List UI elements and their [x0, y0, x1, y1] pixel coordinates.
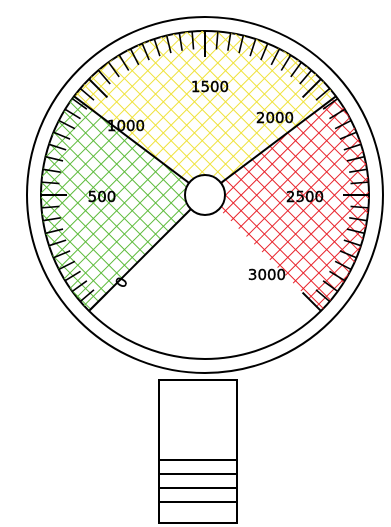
minor-tick — [53, 131, 71, 140]
minor-tick — [42, 168, 61, 173]
major-tick — [301, 78, 322, 99]
minor-tick — [339, 131, 357, 140]
minor-tick — [97, 69, 111, 85]
minor-tick — [141, 43, 150, 61]
tick-marks — [41, 31, 369, 312]
red-zone — [219, 96, 370, 311]
minor-tick — [339, 250, 357, 259]
minor-tick — [53, 250, 71, 259]
minor-tick — [191, 31, 195, 50]
gauge-stem — [158, 379, 238, 524]
minor-tick — [129, 48, 140, 66]
minor-tick — [349, 168, 368, 173]
minor-tick — [215, 31, 219, 50]
minor-tick — [42, 217, 61, 222]
minor-tick — [349, 217, 368, 222]
minor-tick — [48, 143, 67, 151]
minor-tick — [58, 260, 76, 271]
minor-tick — [290, 61, 303, 78]
green-zone — [40, 96, 191, 311]
minor-tick — [79, 87, 95, 101]
minor-tick — [238, 35, 245, 54]
scale-label-2000: 2000 — [256, 109, 294, 127]
minor-tick — [315, 289, 331, 303]
minor-tick — [329, 270, 346, 282]
minor-tick — [346, 228, 365, 235]
minor-tick — [343, 143, 362, 151]
minor-tick — [322, 280, 339, 293]
minor-tick — [71, 280, 88, 293]
minor-tick — [45, 155, 64, 162]
zone-boundary-yellow — [73, 95, 190, 184]
zone-boundary-green — [88, 208, 192, 312]
minor-tick — [227, 32, 232, 51]
minor-tick — [350, 205, 369, 209]
minor-tick — [118, 54, 130, 71]
scale-label-500: 500 — [88, 188, 117, 206]
minor-tick — [260, 43, 269, 61]
scale-label-2500: 2500 — [286, 188, 324, 206]
major-tick — [301, 291, 322, 312]
gauge-hub — [184, 174, 226, 216]
minor-tick — [329, 108, 346, 120]
minor-tick — [41, 205, 60, 209]
minor-tick — [249, 38, 257, 57]
zone-boundary-red — [220, 95, 337, 184]
minor-tick — [322, 97, 339, 110]
minor-tick — [178, 32, 183, 51]
minor-tick — [270, 48, 281, 66]
minor-tick — [64, 108, 81, 120]
minor-tick — [71, 97, 88, 110]
minor-tick — [165, 35, 172, 54]
major-tick — [88, 78, 109, 99]
minor-tick — [280, 54, 292, 71]
minor-tick — [107, 61, 120, 78]
minor-tick — [343, 239, 362, 247]
minor-tick — [79, 289, 95, 303]
minor-tick — [48, 239, 67, 247]
minor-tick — [350, 181, 369, 185]
minor-tick — [315, 87, 331, 101]
scale-label-3000: 3000 — [248, 266, 286, 284]
scale-label-1500: 1500 — [191, 78, 229, 96]
minor-tick — [41, 181, 60, 185]
minor-tick — [334, 260, 352, 271]
minor-tick — [45, 228, 64, 235]
minor-tick — [153, 38, 161, 57]
minor-tick — [334, 119, 352, 130]
minor-tick — [299, 69, 313, 85]
scale-labels: 0 500 1000 1500 2000 2500 3000 — [87, 78, 324, 292]
minor-tick — [58, 119, 76, 130]
minor-tick — [64, 270, 81, 282]
scale-label-1000: 1000 — [107, 117, 145, 135]
minor-tick — [346, 155, 365, 162]
